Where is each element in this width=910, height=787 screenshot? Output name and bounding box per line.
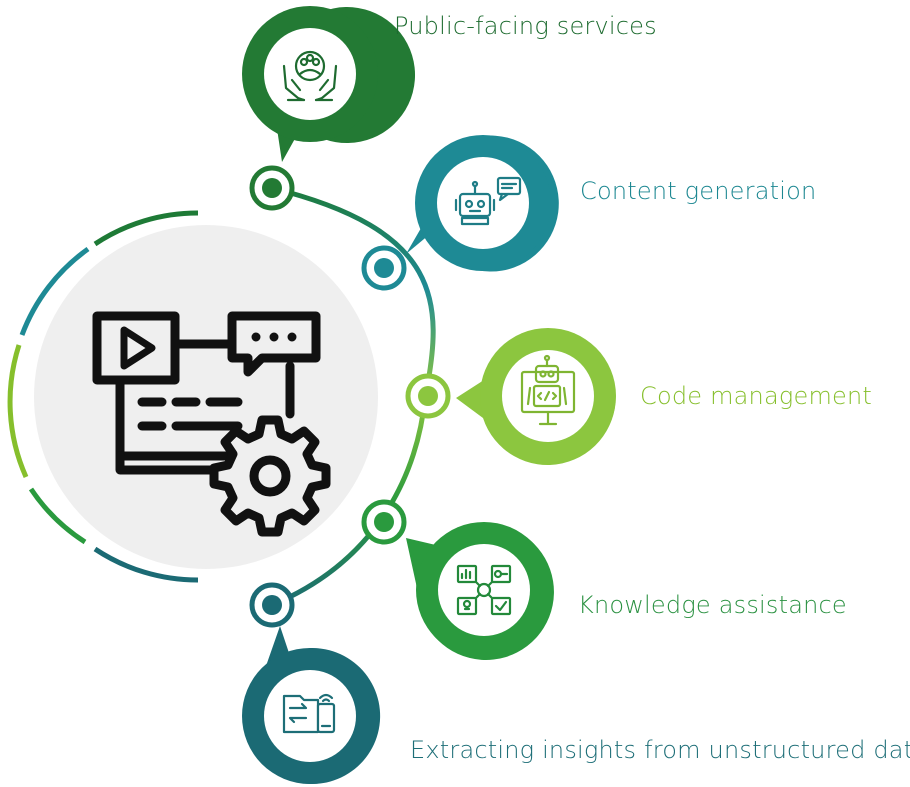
laptop-media-gear-icon xyxy=(92,311,331,537)
item-public-facing-services xyxy=(242,6,416,211)
item-content-generation xyxy=(361,135,559,291)
outer-arc-segment xyxy=(28,487,87,545)
node-dot xyxy=(418,386,438,406)
people-in-hands-icon xyxy=(282,50,338,102)
outer-arc-segment xyxy=(93,546,199,583)
label-content-generation: Content generation xyxy=(580,177,817,205)
item-code-management xyxy=(405,328,616,465)
node-dot xyxy=(374,258,394,278)
node-dot xyxy=(262,595,282,615)
label-knowledge-assistance: Knowledge assistance xyxy=(578,591,847,619)
knowledge-network-icon xyxy=(456,564,512,616)
chatbot-icon xyxy=(454,176,522,226)
outer-arc-segment xyxy=(7,344,29,479)
outer-arc xyxy=(7,210,199,583)
center-disc xyxy=(34,225,378,569)
outer-arc-segment xyxy=(93,210,199,247)
node-dot xyxy=(262,178,282,198)
outer-arc-segment xyxy=(19,246,90,336)
data-transfer-icon xyxy=(282,693,336,734)
item-extracting-insights xyxy=(242,582,381,784)
icon-disc xyxy=(264,670,356,762)
item-knowledge-assistance xyxy=(361,499,554,660)
gear-icon xyxy=(209,415,331,537)
label-extracting-insights: Extracting insights from unstructured da… xyxy=(410,736,910,764)
icon-disc xyxy=(264,28,356,120)
label-public-facing-services: Public-facing services xyxy=(394,12,657,40)
label-code-management: Code management xyxy=(640,382,873,410)
robot-code-icon xyxy=(520,354,576,426)
node-dot xyxy=(374,512,394,532)
icon-disc xyxy=(438,544,530,636)
